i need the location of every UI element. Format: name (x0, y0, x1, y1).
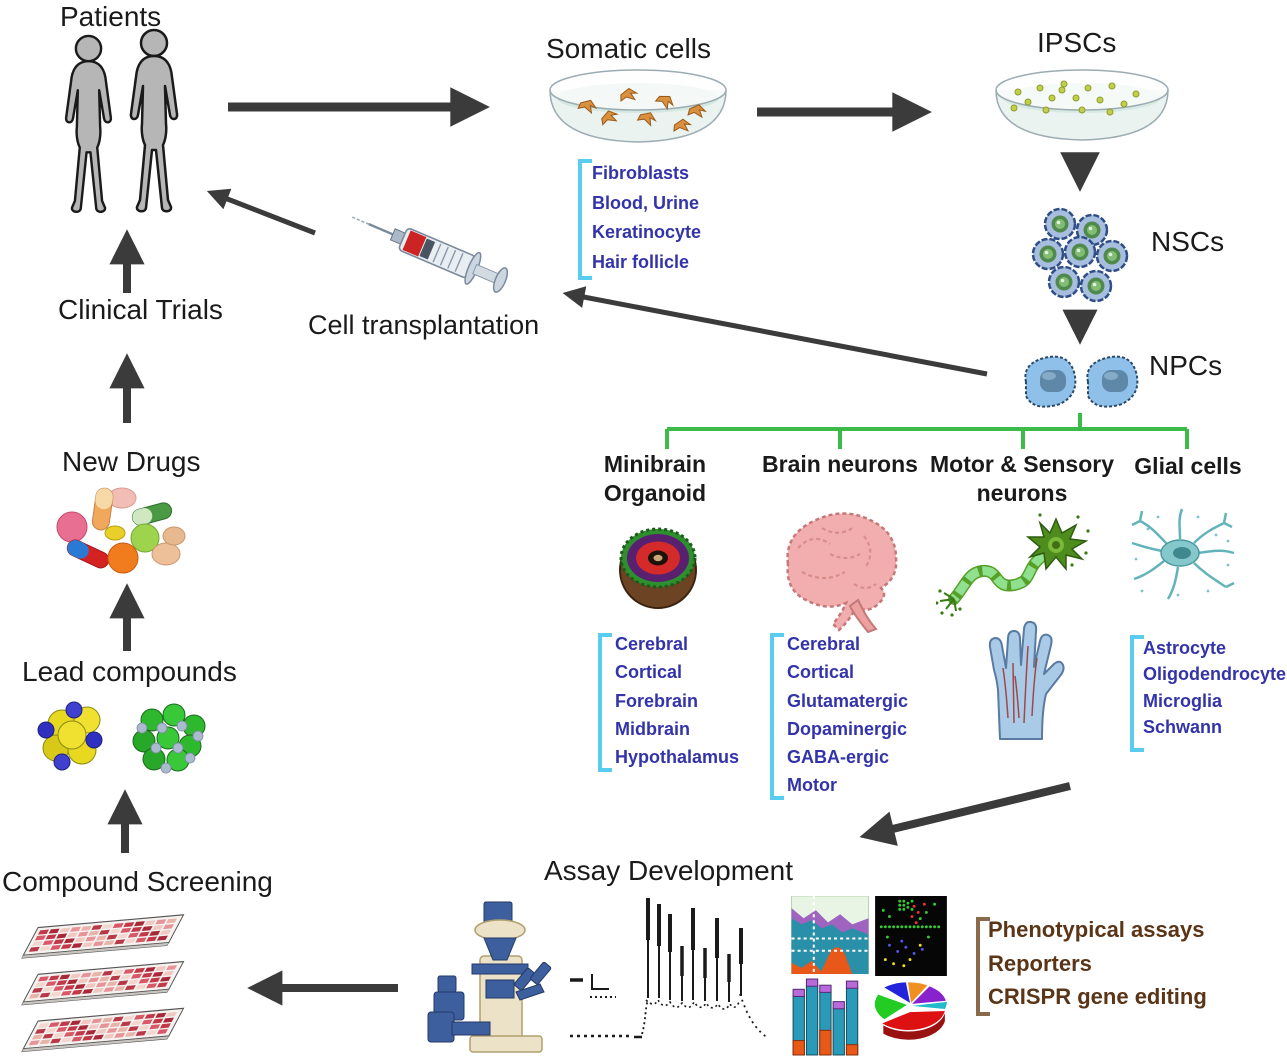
ephys-traces-icon (570, 898, 769, 1039)
npc-cells-icon (1024, 355, 1139, 408)
motor-neuron-icon (936, 513, 1090, 617)
nscs-label: NSCs (1151, 226, 1225, 257)
molecules-icon (37, 701, 206, 774)
area-chart-icon (791, 896, 869, 974)
pills-icon (56, 487, 186, 574)
motor-sensory-label-line2: neurons (976, 480, 1068, 506)
list-item: Hair follicle (592, 251, 690, 272)
lead-compounds-label: Lead compounds (22, 656, 237, 687)
list-item: Blood, Urine (592, 192, 699, 213)
list-item: Cerebral (787, 634, 861, 654)
well-plates-icon (21, 914, 185, 1053)
assay-methods-list: Phenotypical assays Reporters CRISPR gen… (988, 917, 1207, 1018)
patients-label: Patients (60, 1, 162, 32)
scatter-plot-icon (875, 896, 947, 976)
list-item: Astrocyte (1143, 638, 1227, 658)
motor-sensory-label: Motor & Sensory neurons (930, 450, 1114, 508)
list-item: Hypothalamus (615, 747, 740, 768)
list-item: Fibroblasts (592, 163, 690, 183)
list-item: Dopaminergic (787, 718, 908, 739)
list-item: Motor (787, 775, 837, 796)
syringe-icon (351, 216, 509, 293)
list-item: Cortical (615, 662, 683, 683)
somatic-cells-label: Somatic cells (546, 33, 711, 64)
somatic-dish-icon (549, 69, 727, 143)
compound-screening-label: Compound Screening (2, 866, 273, 897)
nsc-cluster-icon (1031, 207, 1129, 303)
list-item: Cortical (787, 662, 855, 683)
minibrain-list-bracket (598, 633, 612, 772)
glial-cells-label: Glial cells (1134, 453, 1242, 479)
list-item: Keratinocyte (592, 222, 702, 242)
hand-icon (988, 620, 1065, 740)
patients-figures-icon (64, 28, 179, 214)
list-item: Forebrain (615, 690, 699, 711)
list-item: GABA-ergic (787, 747, 890, 768)
arrow-syringe-to-patients (206, 188, 316, 236)
brain-neurons-label: Brain neurons (762, 451, 918, 477)
ipscs-label: IPSCs (1037, 27, 1117, 58)
microscope-icon (427, 901, 552, 1053)
clinical-trials-label: Clinical Trials (58, 294, 223, 325)
pie-chart-icon (874, 982, 947, 1040)
list-item: Microglia (1143, 690, 1223, 711)
new-drugs-label: New Drugs (62, 446, 201, 477)
list-item: CRISPR gene editing (988, 984, 1207, 1009)
minibrain-organoid-icon (619, 527, 697, 609)
motor-sensory-label-line1: Motor & Sensory (929, 451, 1115, 477)
brain-icon (786, 512, 898, 634)
astrocyte-icon (1131, 508, 1235, 600)
list-item: Glutamatergic (787, 690, 909, 711)
assay-development-label: Assay Development (544, 855, 794, 886)
minibrain-organoid-label: Minibrain Organoid (604, 450, 706, 508)
cell-transplantation-label: Cell transplantation (308, 310, 540, 340)
list-item: Midbrain (615, 718, 690, 739)
brainneurons-list-bracket (770, 633, 784, 800)
bar-chart-icon (792, 978, 859, 1056)
npcs-label: NPCs (1149, 350, 1223, 381)
list-item: Cerebral (615, 634, 689, 654)
list-item: Reporters (988, 950, 1092, 976)
somatic-list-bracket (578, 159, 592, 280)
somatic-sources-list: Fibroblasts Blood, Urine Keratinocyte Ha… (592, 163, 701, 281)
arrow-npc-to-syringe (562, 286, 988, 377)
minibrain-label-line1: Minibrain (603, 451, 707, 477)
list-item: Schwann (1143, 716, 1223, 737)
ipsc-dish-icon (995, 69, 1169, 141)
branch-bracket (665, 413, 1189, 449)
minibrain-label-line2: Organoid (603, 480, 707, 506)
list-item: Oligodendrocyte (1143, 664, 1287, 685)
minibrain-regions-list: Cerebral Cortical Forebrain Midbrain Hyp… (615, 634, 739, 775)
brain-neuron-types-list: Cerebral Cortical Glutamatergic Dopamine… (787, 634, 908, 804)
glial-types-list: Astrocyte Oligodendrocyte Microglia Schw… (1143, 638, 1286, 743)
list-item: Phenotypical assays (988, 917, 1205, 942)
